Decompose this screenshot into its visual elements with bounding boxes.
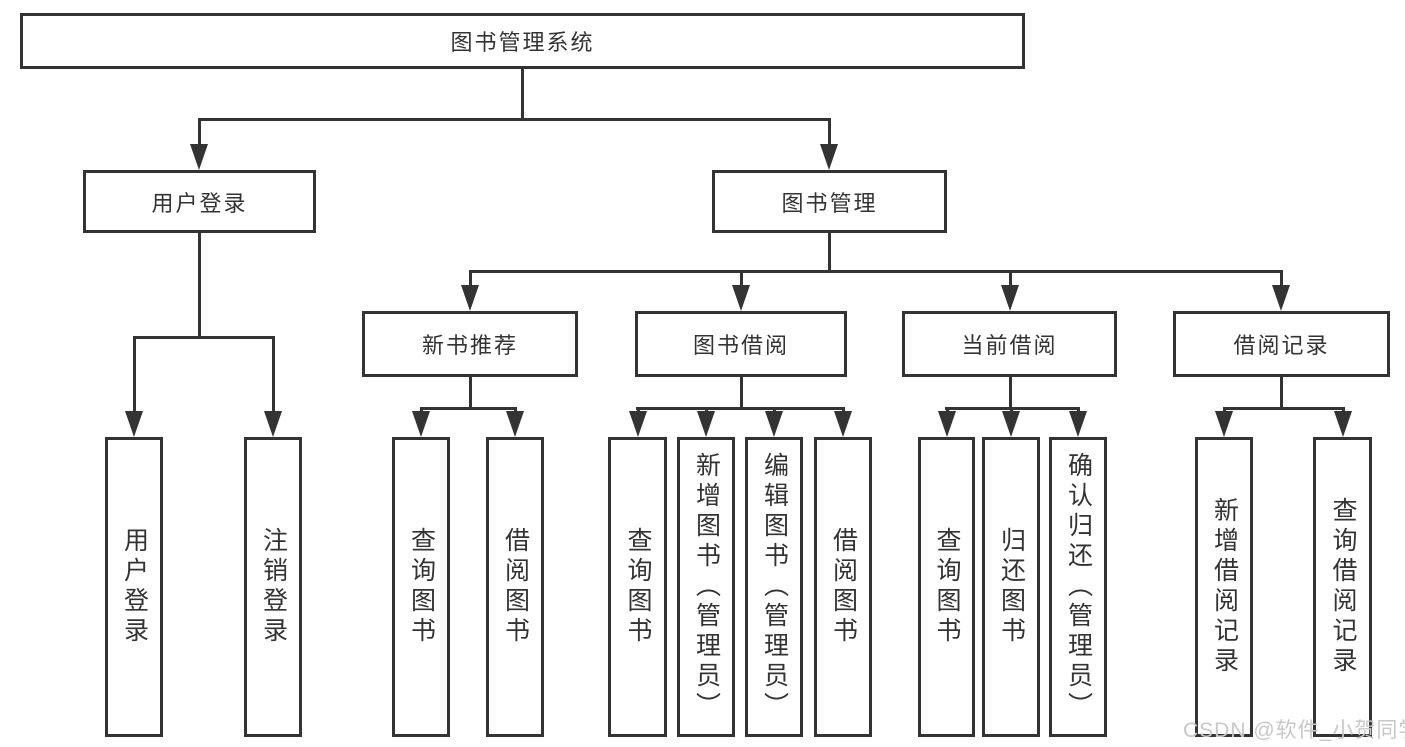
csdn-watermark: CSDN @软件_小贺同学 (1183, 719, 1405, 742)
arrow-down-icon (765, 411, 783, 437)
arrow-down-icon (1334, 411, 1352, 437)
node-book-borrowing: 图书借阅 (635, 311, 847, 377)
arrow-down-icon (125, 411, 143, 437)
edge-branch-line (1223, 407, 1344, 410)
leaf-add-borrow-record: 新增借阅记录 (1195, 437, 1253, 737)
edge-line (198, 118, 201, 148)
leaf-user-login: 用户登录 (105, 437, 163, 737)
edge-line (198, 233, 201, 336)
edge-line (272, 336, 275, 414)
arrow-down-icon (1001, 285, 1019, 311)
node-user-login: 用户登录 (83, 170, 316, 233)
arrow-down-icon (1002, 411, 1020, 437)
edge-branch-line (198, 118, 831, 121)
arrow-down-icon (506, 411, 524, 437)
arrow-down-icon (697, 411, 715, 437)
edge-branch-line (133, 336, 275, 339)
leaf-query-books-borrowing: 查询图书 (608, 437, 667, 737)
arrow-down-icon (412, 411, 430, 437)
arrow-down-icon (461, 285, 479, 311)
arrow-down-icon (732, 285, 750, 311)
edge-line (521, 69, 524, 118)
leaf-query-borrow-record: 查询借阅记录 (1313, 437, 1372, 737)
leaf-edit-books-admin: 编辑图书（管理员） (745, 437, 803, 737)
node-new-book-recommendation: 新书推荐 (362, 311, 578, 377)
arrow-down-icon (834, 411, 852, 437)
arrow-down-icon (264, 411, 282, 437)
edge-line (1280, 270, 1283, 287)
edge-line (1280, 377, 1283, 407)
arrow-down-icon (820, 144, 838, 170)
edge-line (740, 377, 743, 407)
leaf-return-books: 归还图书 (982, 437, 1040, 737)
edge-branch-line (420, 407, 517, 410)
node-book-management: 图书管理 (712, 170, 947, 233)
arrow-down-icon (1215, 411, 1233, 437)
edge-line (1009, 270, 1012, 287)
arrow-down-icon (629, 411, 647, 437)
edge-line (828, 118, 831, 148)
edge-branch-line (636, 407, 845, 410)
node-borrowing-records: 借阅记录 (1173, 311, 1390, 377)
leaf-query-books-recommend: 查询图书 (392, 437, 450, 737)
edge-line (740, 270, 743, 287)
arrow-down-icon (1272, 285, 1290, 311)
leaf-logout: 注销登录 (244, 437, 302, 737)
leaf-borrow-books: 借阅图书 (814, 437, 872, 737)
arrow-down-icon (1069, 411, 1087, 437)
arrow-down-icon (938, 411, 956, 437)
edge-line (133, 336, 136, 414)
node-library-management-system: 图书管理系统 (20, 13, 1025, 69)
leaf-confirm-return-admin: 确认归还（管理员） (1049, 437, 1107, 737)
leaf-borrow-books-recommend: 借阅图书 (486, 437, 544, 737)
edge-line (828, 233, 831, 270)
edge-line (469, 377, 472, 407)
leaf-add-books-admin: 新增图书（管理员） (677, 437, 735, 737)
node-current-borrowing: 当前借阅 (902, 311, 1117, 377)
edge-line (469, 270, 472, 287)
leaf-query-books-current: 查询图书 (918, 437, 975, 737)
edge-branch-line (469, 270, 1283, 273)
arrow-down-icon (190, 144, 208, 170)
edge-line (1009, 377, 1012, 407)
